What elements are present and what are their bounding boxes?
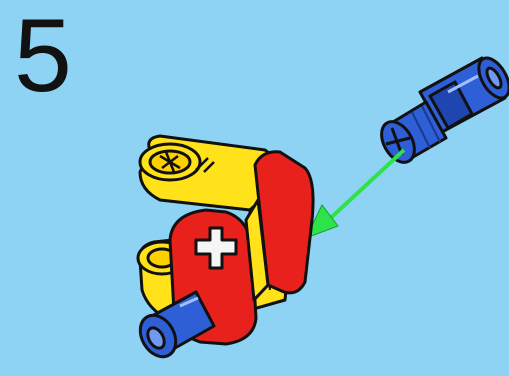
insertion-arrow-icon <box>306 150 404 238</box>
pin-blue-icon <box>133 292 214 363</box>
pin-with-axle-blue-icon <box>375 53 509 168</box>
